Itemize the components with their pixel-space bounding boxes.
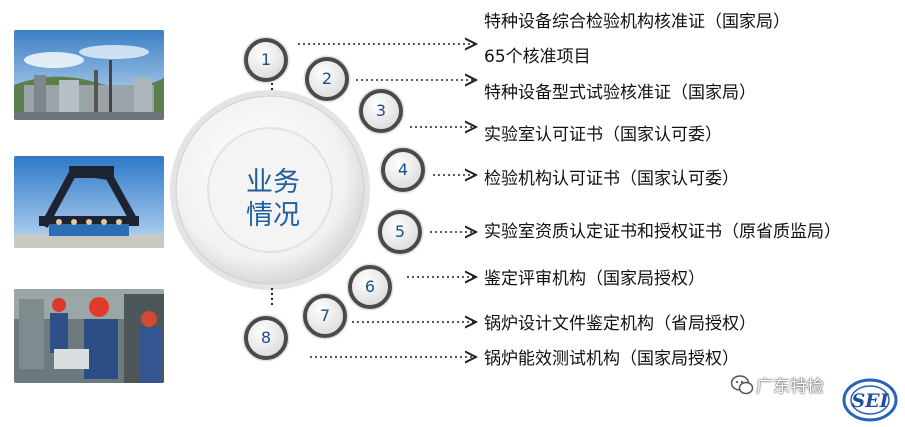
item-label-1-sub: 65个核准项目 <box>484 47 591 67</box>
item-label-3: 实验室认可证书（国家认可委） <box>484 125 722 145</box>
item-label-8: 锅炉能效测试机构（国家局授权） <box>484 349 739 369</box>
sei-logo: SEI <box>842 378 898 422</box>
item-number-3: 3 <box>375 101 387 120</box>
number-ring-7 <box>301 292 349 340</box>
item-label-6: 鉴定评审机构（国家局授权） <box>484 269 705 289</box>
center-title-line2: 情况 <box>246 200 300 231</box>
crane-workers-photo <box>14 156 164 248</box>
inspectors-photo <box>14 289 164 383</box>
watermark-text: 广东特检 <box>756 377 824 397</box>
center-inner-circle <box>207 127 333 253</box>
center-title-line1: 业务 <box>246 167 300 198</box>
item-number-4: 4 <box>397 160 409 179</box>
sei-logo-text: SEI <box>851 390 889 412</box>
item-label-2: 特种设备型式试验核准证（国家局） <box>484 83 756 103</box>
number-ring-4 <box>379 146 427 194</box>
center-title: 业务 情况 <box>228 166 318 232</box>
item-number-8: 8 <box>260 328 272 347</box>
industrial-plant-photo <box>14 30 164 120</box>
item-label-5: 实验室资质认定证书和授权证书（原省质监局） <box>484 222 841 242</box>
item-label-1: 特种设备综合检验机构核准证（国家局） <box>484 12 790 32</box>
item-label-4: 检验机构认可证书（国家认可委） <box>484 169 739 189</box>
item-label-7: 锅炉设计文件鉴定机构（省局授权） <box>484 314 756 334</box>
item-number-2: 2 <box>321 69 333 88</box>
item-number-1: 1 <box>260 50 272 69</box>
item-number-6: 6 <box>364 277 376 296</box>
number-ring-5 <box>376 208 424 256</box>
number-ring-8 <box>242 314 290 362</box>
number-ring-2 <box>303 55 351 103</box>
number-ring-6 <box>346 263 394 311</box>
item-number-5: 5 <box>394 222 406 241</box>
item-number-7: 7 <box>319 306 331 325</box>
wechat-icon <box>730 375 754 395</box>
number-ring-3 <box>357 87 405 135</box>
number-ring-1 <box>242 36 290 84</box>
